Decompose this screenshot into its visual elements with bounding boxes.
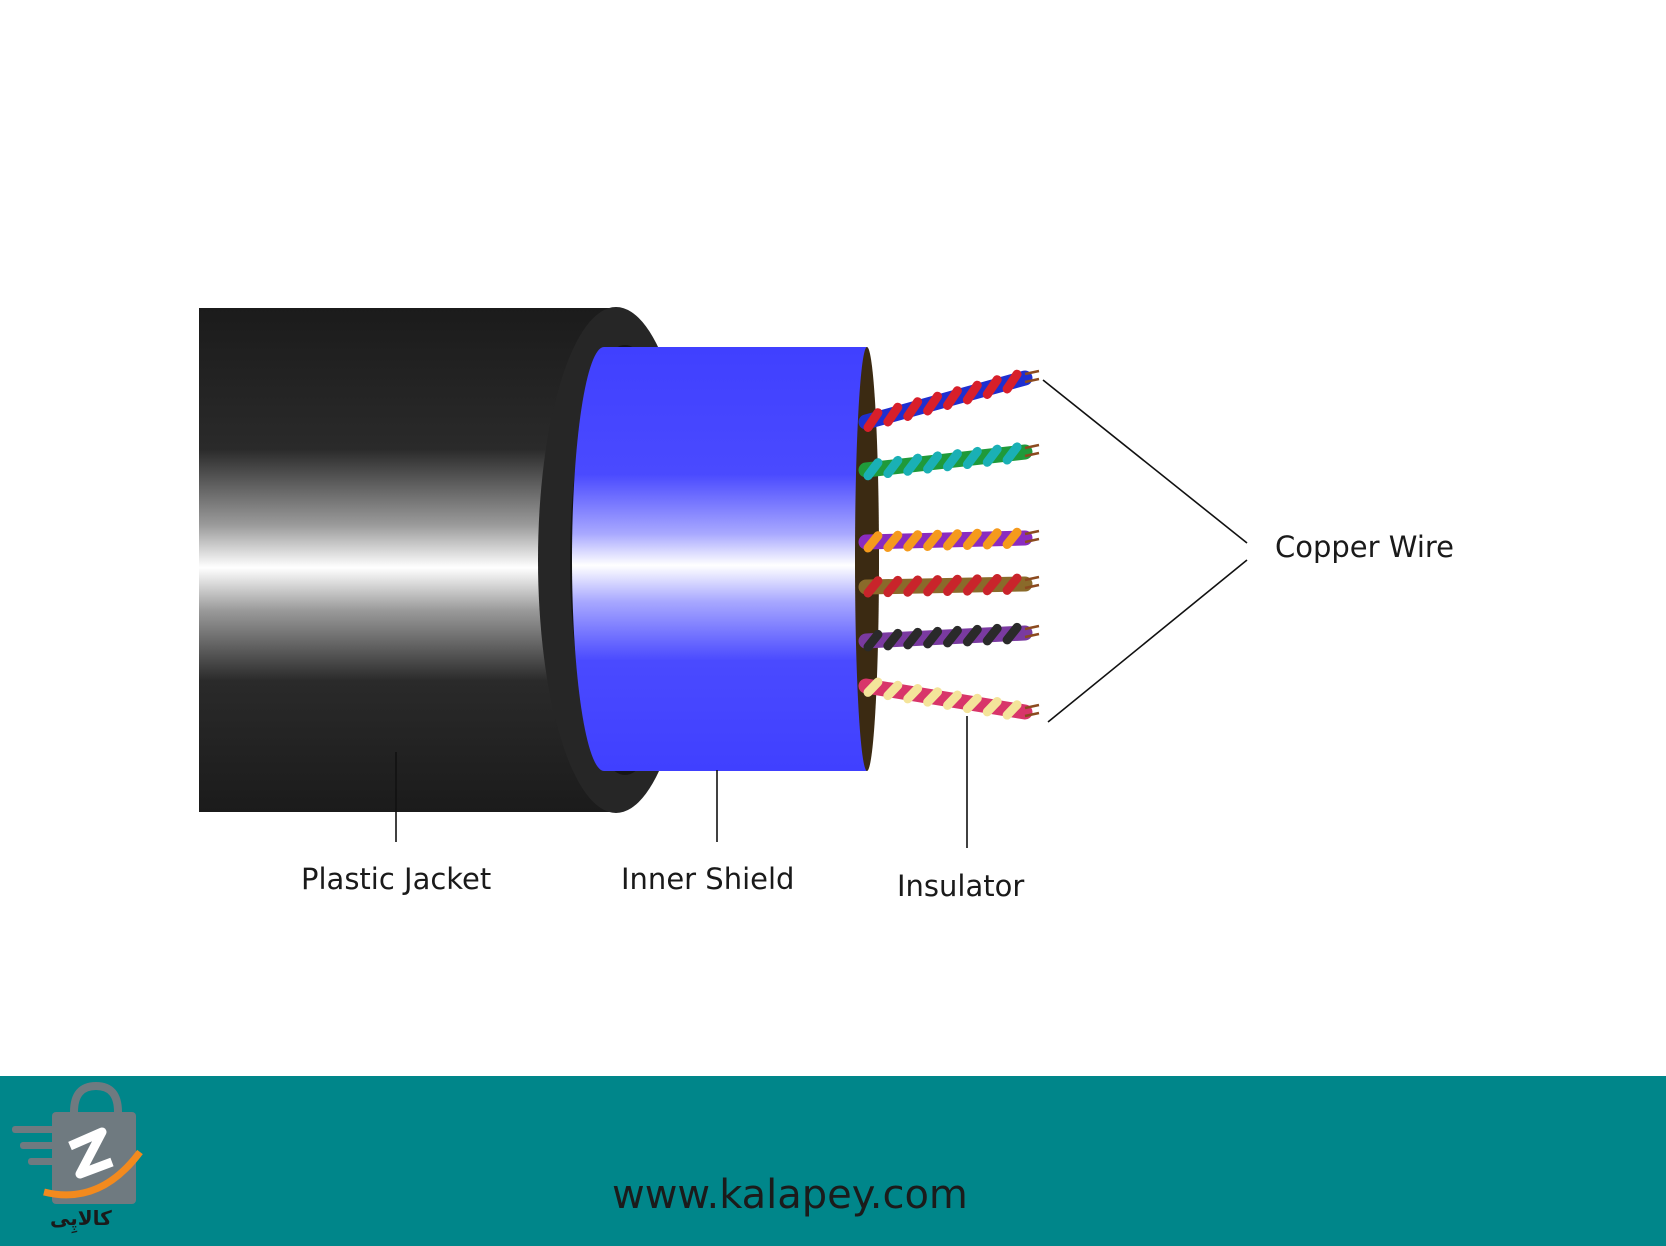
insulator-label: Insulator (897, 869, 1025, 903)
cable-diagram (199, 307, 1248, 848)
plastic-jacket-label: Plastic Jacket (301, 862, 492, 896)
kalapey-logo-icon (12, 1082, 143, 1204)
wire-pair (858, 369, 1040, 432)
leader-lines (395, 379, 1248, 848)
wire-pair (858, 442, 1040, 481)
wire-pair (858, 622, 1040, 652)
wire-pair (858, 573, 1040, 598)
wire-pair (858, 527, 1040, 553)
copper-wire-leader-top (1042, 379, 1248, 544)
wire-pair (858, 677, 1040, 720)
inner-shield-label: Inner Shield (621, 862, 795, 896)
copper-wire-leader-bottom (1047, 559, 1248, 723)
inner-shield (572, 347, 879, 771)
logo-text: کالاپِی (50, 1206, 112, 1230)
footer-bar (0, 1076, 1666, 1246)
wire-pairs (858, 369, 1040, 720)
site-url[interactable]: www.kalapey.com (612, 1172, 968, 1218)
copper-wire-label: Copper Wire (1275, 530, 1455, 564)
